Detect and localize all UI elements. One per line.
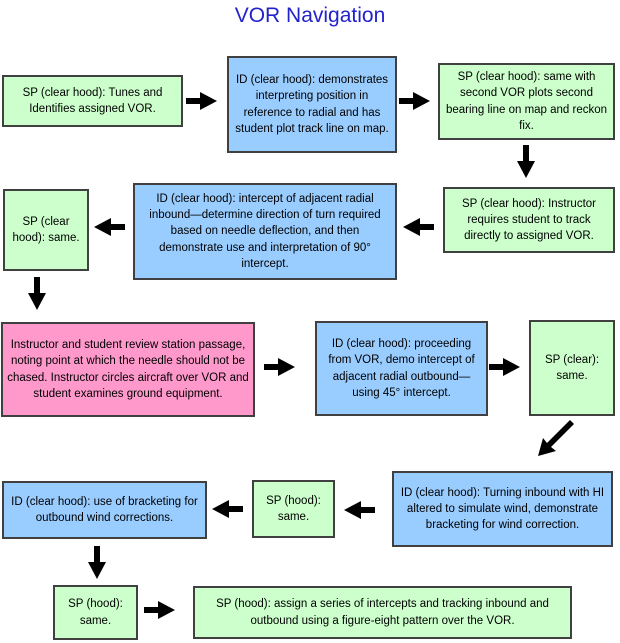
arrow-down-icon	[27, 277, 47, 311]
arrow-right-icon	[144, 600, 176, 620]
node-sp-clear-hood-same: SP (clear hood): same.	[3, 189, 89, 271]
node-sp-same-second-vor: SP (clear hood): same with second VOR pl…	[438, 63, 615, 140]
node-id-proceeding-from-vor: ID (clear hood): proceeding from VOR, de…	[315, 321, 488, 416]
node-id-intercept-adjacent-radial-inbound: ID (clear hood): intercept of adjacent r…	[133, 183, 397, 280]
node-sp-clear-same: SP (clear): same.	[529, 320, 615, 416]
node-sp-assign-series-intercepts: SP (hood): assign a series of intercepts…	[193, 586, 572, 639]
node-sp-tunes-identifies-vor: SP (clear hood): Tunes and Identifies as…	[2, 75, 183, 127]
node-sp-instructor-requires-track: SP (clear hood): Instructor requires stu…	[443, 187, 615, 253]
node-id-bracketing-outbound-wind: ID (clear hood): use of bracketing for o…	[2, 481, 207, 539]
arrow-right-icon	[399, 91, 431, 111]
node-sp-hood-same-1: SP (hood): same.	[252, 480, 335, 538]
arrow-down-icon	[516, 145, 536, 179]
arrow-left-icon	[402, 217, 434, 237]
arrow-right-icon	[489, 357, 521, 377]
node-sp-hood-same-2: SP (hood): same.	[53, 585, 138, 640]
arrow-down-left-icon	[528, 418, 576, 458]
arrow-right-icon	[186, 91, 218, 111]
arrow-left-icon	[343, 500, 375, 520]
arrow-down-icon	[87, 546, 107, 580]
node-instructor-student-review-station-passage: Instructor and student review station pa…	[1, 322, 255, 417]
node-id-demonstrates-interpreting-position: ID (clear hood): demonstrates interpreti…	[227, 56, 397, 153]
page-title: VOR Navigation	[234, 4, 386, 27]
arrow-left-icon	[93, 217, 125, 237]
node-id-turning-inbound-simulate-wind: ID (clear hood): Turning inbound with HI…	[392, 471, 613, 547]
arrow-left-icon	[211, 499, 243, 519]
arrow-right-icon	[264, 357, 296, 377]
